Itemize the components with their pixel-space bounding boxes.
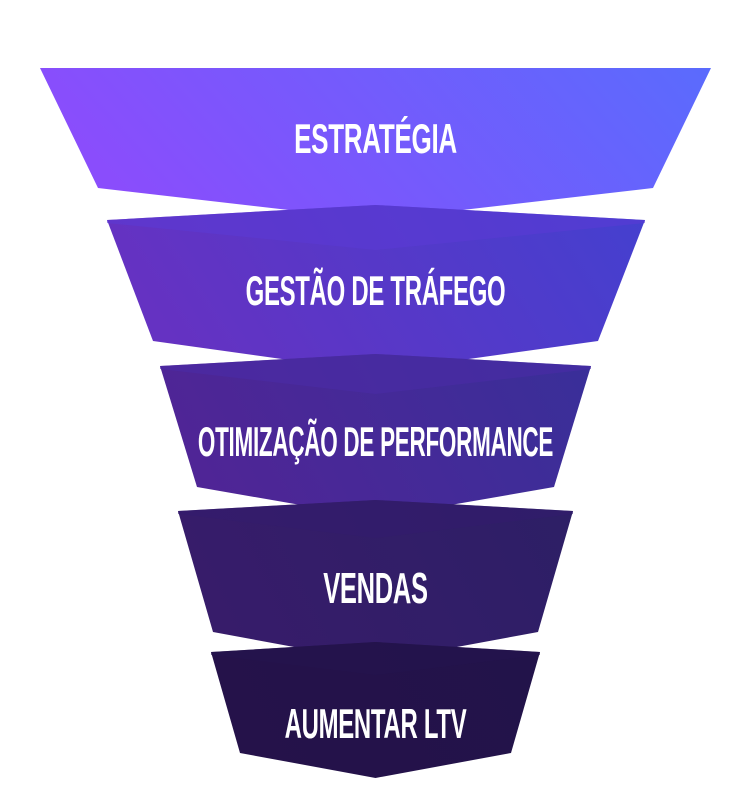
funnel-stage-5-shape bbox=[211, 642, 540, 778]
funnel-stage-vendas: VENDAS bbox=[178, 500, 573, 662]
funnel-stage-gestao-de-trafego: GESTÃO DE TRÁFEGO bbox=[107, 205, 645, 372]
funnel-stage-4-top-shadow bbox=[178, 500, 573, 538]
funnel-stage-3-top-shadow bbox=[160, 354, 591, 394]
funnel-stage-3-shape bbox=[160, 354, 591, 518]
funnel-stage-5-label: AUMENTAR LTV bbox=[285, 701, 467, 748]
funnel-stage-2-top-shadow bbox=[107, 205, 645, 250]
funnel-stage-aumentar-ltv: AUMENTAR LTV bbox=[211, 642, 540, 778]
funnel-stage-3-label: OTIMIZAÇÃO DE PERFORMANCE bbox=[198, 419, 553, 466]
funnel-stage-4-shape bbox=[178, 500, 573, 662]
funnel-stage-2-label: GESTÃO DE TRÁFEGO bbox=[246, 266, 506, 315]
funnel-stage-estrategia: ESTRATÉGIA bbox=[40, 68, 711, 220]
funnel-stage-1-label: ESTRATÉGIA bbox=[294, 115, 457, 163]
funnel-stage-2-shape bbox=[107, 205, 645, 372]
funnel-stage-4-label: VENDAS bbox=[323, 563, 428, 613]
funnel-stage-5-top-shadow bbox=[211, 642, 540, 675]
funnel-stage-1-shape bbox=[40, 68, 711, 220]
funnel-stage-otimizacao-de-performance: OTIMIZAÇÃO DE PERFORMANCE bbox=[160, 354, 591, 518]
